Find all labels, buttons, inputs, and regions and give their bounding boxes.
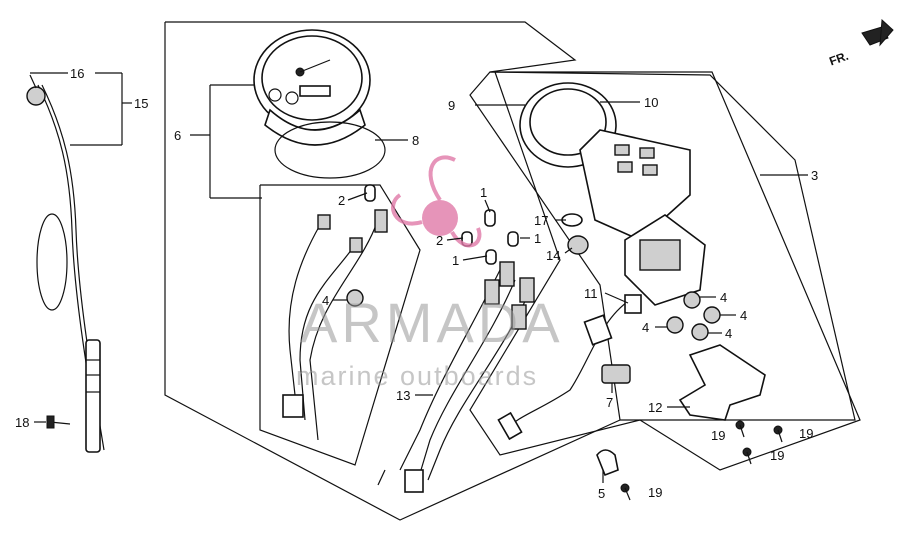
cover-plate [678,344,766,421]
indicator-housing [519,82,706,306]
callout-18: 18 [15,415,29,430]
callout-4-c: 4 [642,320,649,335]
callout-1-upper: 1 [480,185,487,200]
callout-19-b: 19 [799,426,813,441]
callout-9: 9 [448,98,455,113]
callout-5: 5 [598,486,605,501]
main-wire-harness [377,261,535,493]
callout-4-d: 4 [725,326,732,341]
callout-19-c: 19 [770,448,784,463]
callout-labels: 16 15 6 8 2 9 10 3 1 2 1 1 4 17 14 11 4 … [15,66,818,501]
assembly-boundary [165,21,856,421]
indicator-sub-harness [497,294,642,441]
callout-2-lower: 2 [436,233,443,248]
gauge-sub-harness [282,209,388,441]
watermark-brand: ARMADA [300,291,564,354]
bulbs [364,184,519,265]
callout-12: 12 [648,400,662,415]
callout-16: 14 [546,248,560,263]
callout-1-lower: 1 [452,253,459,268]
gauge-group-boundary [259,184,421,466]
bolts [46,415,783,501]
callout-4-b: 4 [740,308,747,323]
callout-11: 11 [584,286,598,301]
callout-15: 16 [70,66,84,81]
watermark-tagline: marine outboards [296,361,538,391]
callout-14: 15 [134,96,148,111]
rubber-caps [346,289,721,341]
gauge-rubber-ring [274,121,386,179]
callout-2-upper: 2 [338,193,345,208]
speedometer-cable [26,74,105,453]
callout-7: 7 [606,395,613,410]
front-direction-label: FR. [827,49,850,69]
callout-6: 6 [174,128,181,143]
clamp [596,449,619,477]
callout-17: 17 [534,213,548,228]
panel-group-boundary [469,71,861,471]
callout-19-a: 19 [711,428,725,443]
callout-1-right: 1 [534,231,541,246]
front-direction-arrow: FR. [827,18,894,69]
leader-lines [30,72,808,483]
grommets [561,213,589,255]
watermark-logo-icon [391,155,482,248]
callout-13: 13 [396,388,410,403]
speedometer-gauge [253,29,371,146]
assembly-boundary-left [164,22,621,521]
callout-10: 10 [644,95,658,110]
callout-19-d: 19 [648,485,662,500]
callout-8: 8 [412,133,419,148]
callout-4-a: 4 [720,290,727,305]
callout-4-left: 4 [322,293,329,308]
callout-3: 3 [811,168,818,183]
clip [601,364,631,384]
